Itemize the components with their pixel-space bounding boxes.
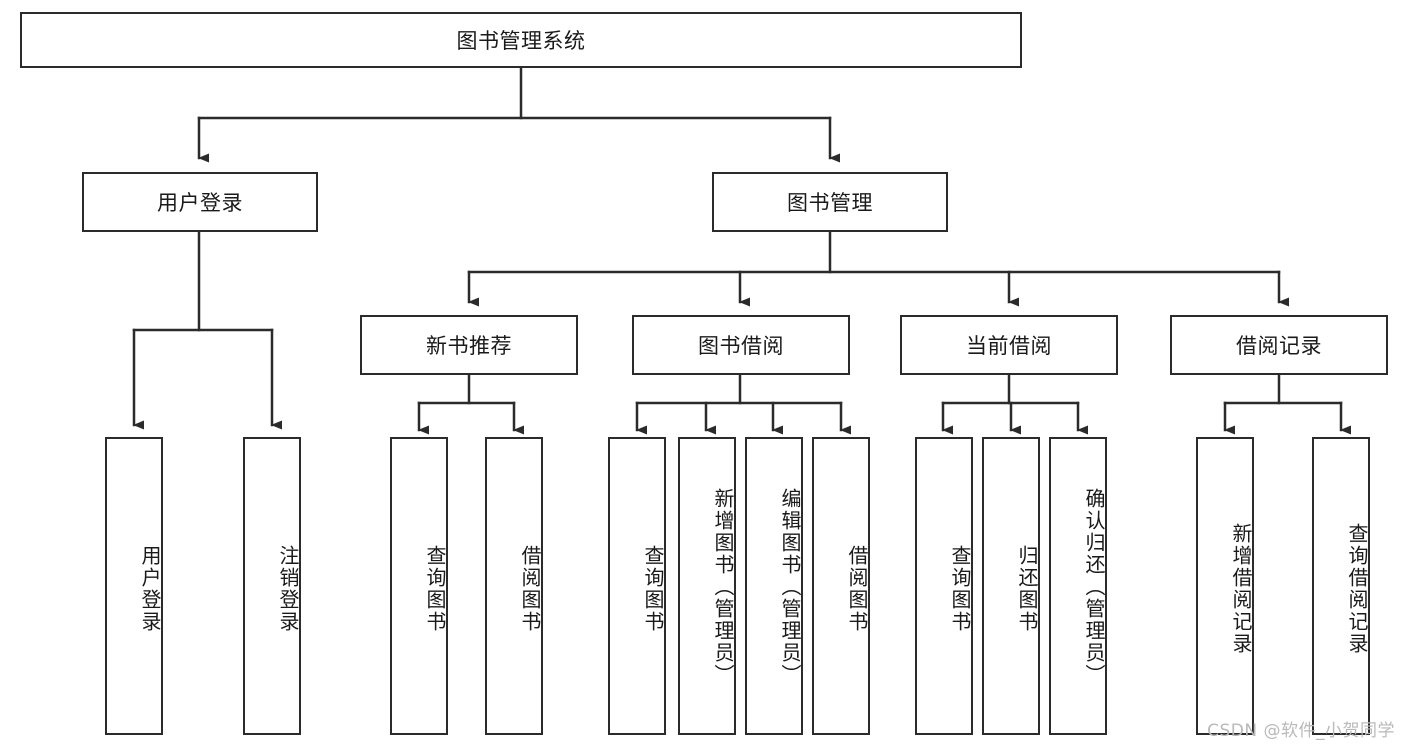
node-book-borrowing[interactable]: 图书借阅 — [632, 315, 850, 375]
leaf-edit-book-admin[interactable]: 编辑图书（管理员） — [745, 437, 803, 735]
leaf-query-books-borrow[interactable]: 查询图书 — [608, 437, 666, 735]
node-borrowing-records[interactable]: 借阅记录 — [1170, 315, 1388, 375]
leaf-return-books[interactable]: 归还图书 — [982, 437, 1040, 735]
node-current-borrowing[interactable]: 当前借阅 — [900, 315, 1118, 375]
leaf-query-borrow-record[interactable]: 查询借阅记录 — [1312, 437, 1370, 735]
leaf-borrow-books-newbook[interactable]: 借阅图书 — [485, 437, 543, 735]
node-root-book-management-system[interactable]: 图书管理系统 — [20, 12, 1022, 68]
leaf-query-books-newbook[interactable]: 查询图书 — [390, 437, 448, 735]
node-book-management[interactable]: 图书管理 — [712, 172, 948, 232]
leaf-add-book-admin[interactable]: 新增图书（管理员） — [678, 437, 736, 735]
leaf-user-login[interactable]: 用户登录 — [105, 437, 163, 735]
csdn-watermark: CSDN @软件_小贺同学 — [1207, 721, 1395, 741]
leaf-query-books-current[interactable]: 查询图书 — [915, 437, 973, 735]
leaf-logout[interactable]: 注销登录 — [243, 437, 301, 735]
leaf-add-borrow-record[interactable]: 新增借阅记录 — [1196, 437, 1254, 735]
leaf-confirm-return-admin[interactable]: 确认归还（管理员） — [1049, 437, 1107, 735]
leaf-borrow-books-borrow[interactable]: 借阅图书 — [812, 437, 870, 735]
node-new-book-recommendation[interactable]: 新书推荐 — [360, 315, 578, 375]
node-user-login[interactable]: 用户登录 — [82, 172, 318, 232]
